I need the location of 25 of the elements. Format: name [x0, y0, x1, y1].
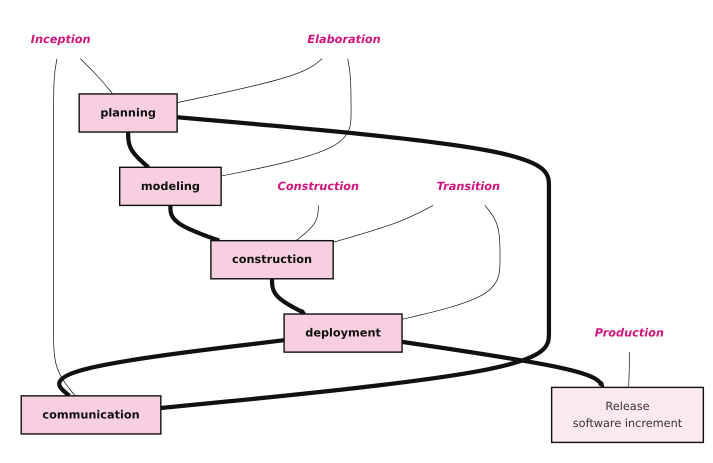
node-text: Production — [594, 326, 664, 340]
connector — [402, 205, 500, 320]
connector — [53, 58, 76, 396]
node-box: deployment — [283, 313, 403, 353]
arrow — [270, 278, 306, 315]
node-text: Elaboration — [307, 32, 381, 46]
node-text: Inception — [30, 32, 91, 46]
connector — [80, 58, 114, 94]
connector — [628, 352, 630, 388]
node-text: Transition — [436, 179, 500, 193]
node-box: communication — [20, 395, 162, 435]
connector — [220, 58, 352, 176]
connector — [126, 132, 150, 169]
connector — [57, 338, 284, 398]
node-box: Release software increment — [550, 386, 704, 444]
arrow — [402, 340, 604, 388]
node-box: modeling — [119, 166, 222, 206]
connector — [296, 205, 319, 242]
connector — [176, 58, 322, 103]
connector — [160, 115, 552, 410]
node-text: Construction — [278, 179, 360, 193]
node-box: construction — [210, 240, 334, 280]
node-box: planning — [78, 93, 178, 133]
connector — [168, 205, 220, 243]
connector — [332, 205, 434, 243]
